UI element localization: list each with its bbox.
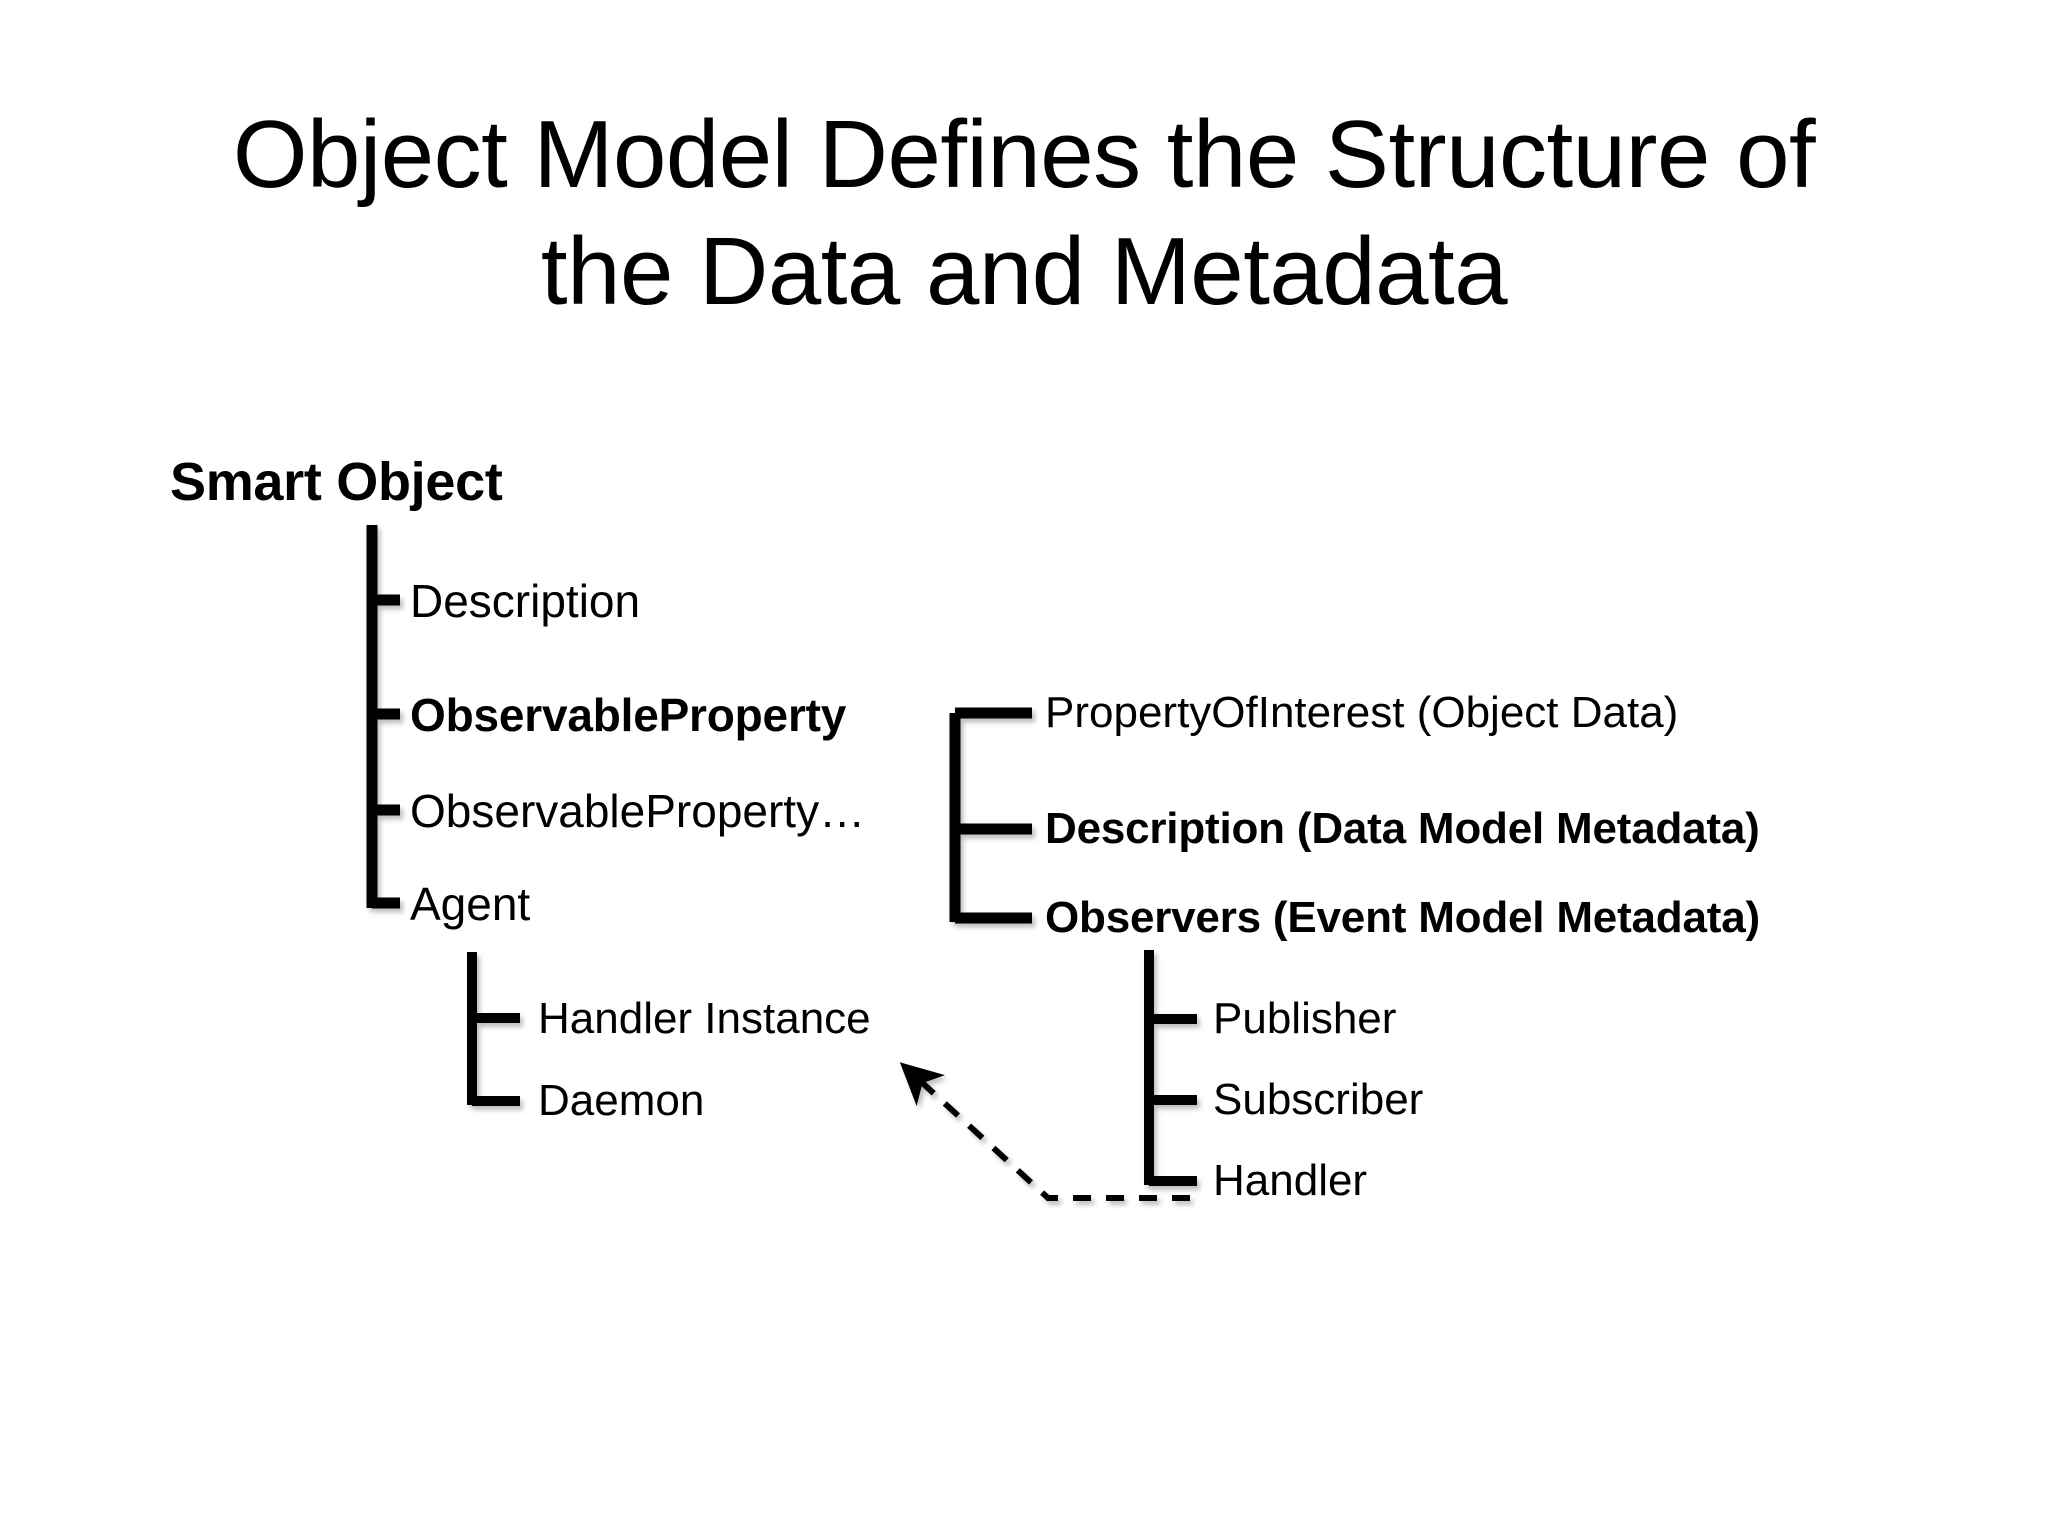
node-daemon[interactable]: Daemon [538,1076,705,1125]
agent-connector-group [467,952,520,1106]
title-line-1: Object Model Defines the Structure of [232,101,1816,208]
observers-connector-group [1144,950,1197,1186]
node-observable-property-more[interactable]: ObservableProperty… [410,785,866,837]
handler-link-arrow [899,1062,1190,1201]
root-connector-group [366,525,400,909]
node-handler[interactable]: Handler [1213,1156,1368,1205]
node-observable-property[interactable]: ObservableProperty [410,689,847,741]
node-description[interactable]: Description [410,575,641,627]
node-description-data-model[interactable]: Description (Data Model Metadata) [1045,804,1760,853]
right-column-connector-group [949,707,1032,924]
node-observers-event-model[interactable]: Observers (Event Model Metadata) [1045,893,1760,942]
node-publisher[interactable]: Publisher [1213,994,1397,1043]
node-handler-instance[interactable]: Handler Instance [538,994,871,1043]
node-subscriber[interactable]: Subscriber [1213,1075,1424,1124]
handler-link-arrow-path [899,1062,1190,1201]
node-agent[interactable]: Agent [410,878,531,930]
page-title: Object Model Defines the Structure of th… [0,96,2048,330]
title-line-2: the Data and Metadata [540,218,1508,326]
node-smart-object[interactable]: Smart Object [170,452,503,512]
node-property-of-interest[interactable]: PropertyOfInterest (Object Data) [1045,688,1679,737]
